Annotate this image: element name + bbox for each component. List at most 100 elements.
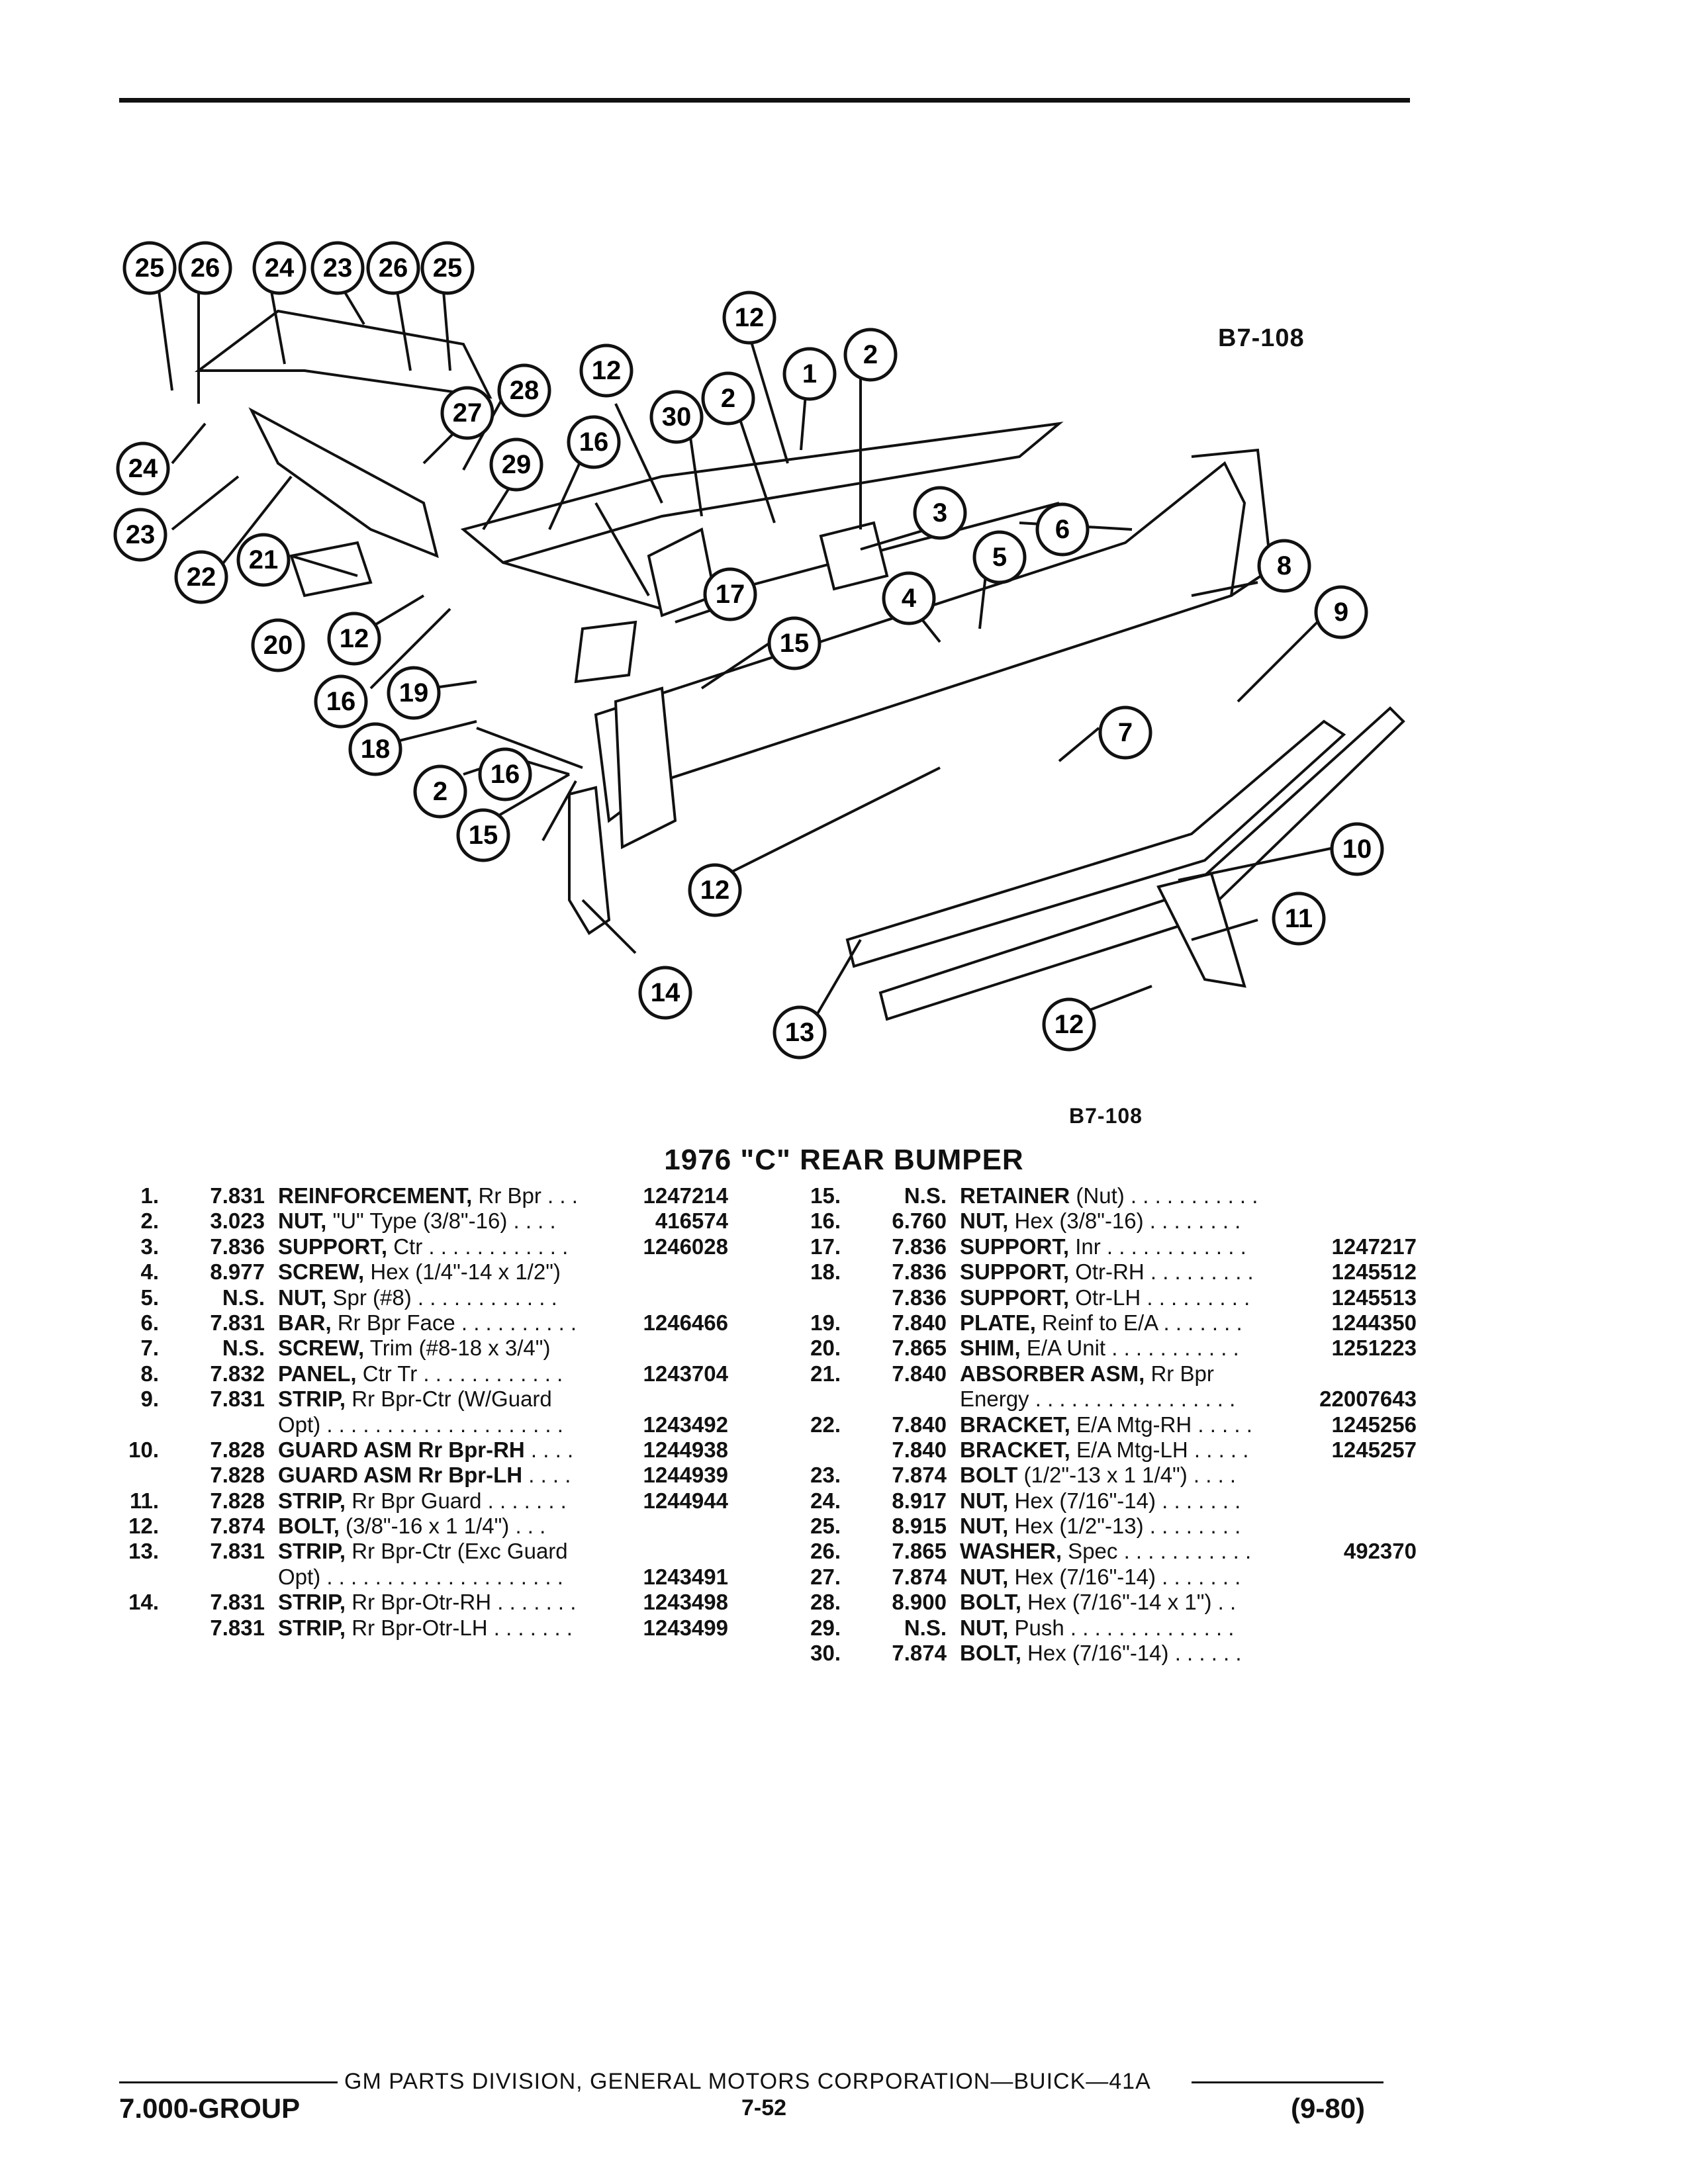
group-number: 8.977: [210, 1259, 265, 1285]
group-number: 7.865: [892, 1539, 947, 1564]
callout-bubble: 23: [310, 241, 365, 295]
group-number: N.S.: [222, 1285, 265, 1310]
part-description: NUT, Hex (1/2"-13) . . . . . . . .: [960, 1514, 1383, 1539]
exploded-parts-diagram: 25 26 24 23 26 25 24 23 22 21 20 12 16 1…: [113, 241, 1405, 1060]
part-row: 11. 7.828 STRIP, Rr Bpr Guard . . . . . . …: [113, 1488, 728, 1514]
part-name: BAR,: [278, 1310, 332, 1335]
part-number: 1244350: [1331, 1310, 1417, 1335]
part-name: STRIP,: [278, 1488, 346, 1513]
group-number: 7.874: [892, 1463, 947, 1488]
part-description: WASHER, Spec . . . . . . . . . . .: [960, 1539, 1383, 1564]
callout-number: 11: [1285, 904, 1313, 933]
callout-bubble: 16: [478, 747, 532, 801]
part-detail: (1/2"-13 x 1 1/4") . . . .: [1017, 1463, 1237, 1488]
callout-bubble: 16: [567, 415, 621, 469]
footer-rule-left: [119, 2081, 338, 2083]
callout-number: 8: [1277, 551, 1291, 580]
part-row: 29.N.S.NUT, Push . . . . . . . . . . . .…: [794, 1615, 1417, 1641]
part-detail: Otr-LH . . . . . . . . .: [1069, 1285, 1250, 1310]
callout-bubble: 2: [843, 328, 898, 382]
part-detail: Hex (7/16"-14) . . . . . .: [1021, 1641, 1242, 1666]
part-detail: (Nut) . . . . . . . . . . .: [1070, 1183, 1258, 1208]
part-detail: E/A Unit . . . . . . . . . . .: [1020, 1336, 1239, 1361]
callout-bubble: 5: [972, 530, 1027, 584]
part-name: STRIP,: [278, 1387, 346, 1412]
callout-bubble: 7: [1098, 705, 1152, 760]
part-detail: Rr Bpr Face . . . . . . . . . .: [331, 1310, 577, 1335]
part-name: GUARD ASM Rr Bpr-LH: [278, 1463, 523, 1488]
ref-number: 15.: [810, 1183, 841, 1208]
part-detail: Hex (7/16"-14 x 1") . .: [1021, 1590, 1237, 1615]
callout-number: 12: [592, 356, 622, 385]
callout-number: 2: [433, 777, 447, 806]
group-number: 7.828: [210, 1488, 265, 1513]
part-name: NUT,: [960, 1514, 1009, 1539]
callout-bubble: 26: [366, 241, 420, 295]
part-number: 1243704: [643, 1361, 728, 1386]
ref-number: 11.: [129, 1488, 159, 1513]
callout-number: 12: [340, 624, 369, 653]
part-detail: Ctr . . . . . . . . . . . .: [387, 1234, 569, 1259]
group-number: 7.840: [892, 1310, 947, 1335]
part-description: BOLT, Hex (7/16"-14 x 1") . .: [960, 1590, 1383, 1615]
part-number: 1247217: [1331, 1234, 1417, 1259]
group-number: 7.840: [892, 1412, 947, 1437]
part-name: SUPPORT,: [960, 1259, 1070, 1285]
callout-bubbles: 25 26 24 23 26 25 24 23 22 21 20 12 16 1…: [113, 241, 1384, 1060]
callout-number: 21: [249, 545, 279, 574]
part-detail: Rr Bpr-Otr-RH . . . . . . .: [346, 1590, 577, 1615]
part-description: SUPPORT, Inr . . . . . . . . . . . .: [960, 1234, 1383, 1259]
group-number: 7.840: [892, 1361, 947, 1386]
ref-number: 5.: [140, 1285, 159, 1310]
callout-number: 23: [323, 253, 353, 283]
callout-bubble: 25: [420, 241, 475, 295]
part-name: NUT,: [960, 1488, 1009, 1513]
callout-number: 30: [662, 402, 692, 432]
part-description: STRIP, Rr Bpr-Ctr (Exc Guard: [278, 1539, 702, 1564]
part-name: SUPPORT,: [960, 1285, 1070, 1310]
ref-number: 30.: [810, 1641, 841, 1666]
part-description: SCREW, Hex (1/4"-14 x 1/2"): [278, 1259, 702, 1285]
ref-number: 9.: [140, 1387, 159, 1412]
part-detail: Rr Bpr Guard . . . . . . .: [346, 1488, 567, 1513]
callout-bubble: 9: [1314, 585, 1368, 639]
part-detail: Push . . . . . . . . . . . . . .: [1008, 1615, 1235, 1640]
part-description: PANEL, Ctr Tr . . . . . . . . . . . .: [278, 1361, 702, 1387]
callout-bubble: 12: [1042, 997, 1096, 1052]
callout-number: 5: [992, 543, 1007, 572]
ref-number: 21.: [810, 1361, 841, 1386]
callout-bubble: 2: [701, 371, 755, 426]
callout-bubble: 10: [1330, 822, 1384, 876]
callout-number: 7: [1118, 718, 1133, 747]
callout-bubble: 26: [178, 241, 232, 295]
part-detail: Inr . . . . . . . . . . . .: [1069, 1234, 1246, 1259]
group-number: 7.874: [892, 1564, 947, 1589]
part-detail: Rr Bpr: [1145, 1361, 1214, 1386]
callout-bubble: 18: [348, 722, 402, 776]
callout-number: 15: [780, 629, 810, 658]
group-number: 7.831: [210, 1615, 265, 1640]
callout-number: 12: [1055, 1010, 1084, 1039]
callout-bubble: 2: [413, 764, 467, 819]
callout-bubble: 28: [497, 363, 551, 418]
part-row: 15.N.S.RETAINER (Nut) . . . . . . . . . …: [794, 1183, 1417, 1208]
callout-bubble: 23: [113, 508, 167, 562]
part-name: SUPPORT,: [278, 1234, 388, 1259]
part-name: STRIP,: [278, 1590, 346, 1615]
ref-number: 27.: [810, 1564, 841, 1589]
part-detail: (3/8"-16 x 1 1/4") . . .: [339, 1514, 546, 1539]
callout-bubble: 15: [767, 616, 821, 670]
callout-number: 24: [128, 454, 158, 483]
part-number: 1245512: [1331, 1259, 1417, 1285]
part-row: Opt) . . . . . . . . . . . . . . . . . .…: [113, 1565, 728, 1590]
callout-number: 26: [191, 253, 220, 283]
